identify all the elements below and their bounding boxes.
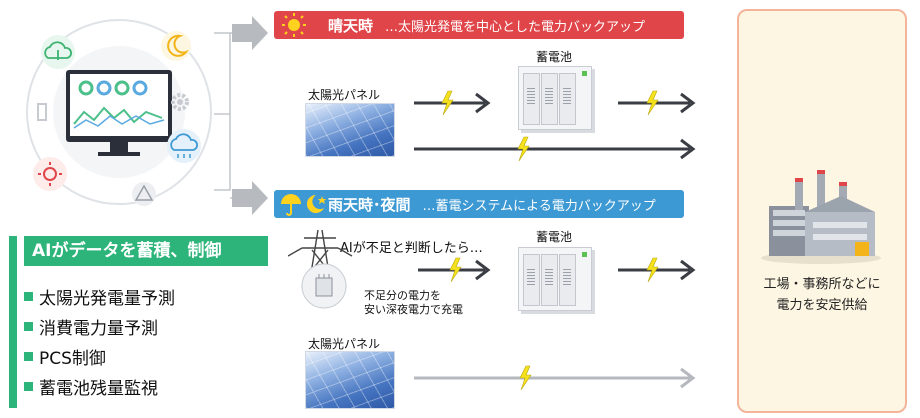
destination-line1: 工場・事務所などに — [763, 277, 881, 292]
battery-cabinet-bottom — [518, 247, 592, 311]
sun-small-icon — [33, 157, 67, 191]
sun-icon — [282, 13, 306, 37]
ai-decision-label: AIが不足と判断したら… — [340, 241, 483, 256]
battery-icon — [37, 103, 47, 121]
ai-item-battery-monitoring: 蓄電池残量監視 — [24, 374, 158, 399]
ai-item-consumption-forecast: 消費電力量予測 — [24, 314, 158, 339]
bullet-square-icon — [24, 352, 33, 361]
solar-panel-label-top: 太陽光パネル — [308, 88, 381, 102]
solar-panel-bottom — [305, 351, 395, 409]
sunny-banner: 晴天時 …太陽光発電を中心とした電力バックアップ — [274, 11, 684, 39]
ai-panel-title: AIがデータを蓄積、制御 — [24, 236, 268, 266]
destination-line2: 電力を安定供給 — [776, 298, 868, 313]
umbrella-icon — [281, 194, 301, 216]
night-banner: 雨天時･夜間 …蓄電システムによる電力バックアップ — [274, 190, 684, 218]
moon-icon — [161, 31, 191, 61]
lightning-bolt-icon — [517, 136, 530, 162]
arrow-panel-to-factory-top — [414, 136, 696, 162]
ai-item-pcs-control: PCS制御 — [24, 344, 106, 369]
star-icon — [318, 196, 326, 204]
monitor-icon — [66, 70, 172, 156]
warning-icon — [132, 182, 156, 206]
bullet-square-icon — [24, 382, 33, 391]
lightning-bolt-icon — [441, 90, 454, 116]
ai-item-solar-forecast: 太陽光発電量予測 — [24, 284, 175, 309]
ai-item-label: 蓄電池残量監視 — [39, 379, 158, 399]
power-pylon-graphic — [288, 229, 353, 309]
arrow-panel-to-factory-bottom — [414, 365, 696, 391]
ai-panel-accent-bar — [9, 236, 17, 408]
ai-monitor-graphic — [26, 19, 212, 206]
arrow-panel-to-battery-top — [414, 90, 491, 116]
cloud-rain-icon — [167, 129, 201, 163]
ai-item-label: 太陽光発電量予測 — [39, 289, 175, 309]
ai-item-label: PCS制御 — [39, 349, 106, 369]
arrow-grid-to-battery — [418, 257, 491, 283]
sunny-subtitle: …太陽光発電を中心とした電力バックアップ — [385, 19, 646, 35]
night-title: 雨天時･夜間 — [328, 195, 411, 214]
solar-panel-top — [305, 103, 395, 157]
lightning-bolt-icon — [646, 257, 659, 283]
pointer-arrow-bottom — [232, 181, 268, 215]
arrow-battery-to-factory-top — [618, 90, 696, 116]
bullet-square-icon — [24, 292, 33, 301]
lightning-bolt-icon — [519, 365, 532, 391]
lightning-bolt-icon — [646, 90, 659, 116]
arrow-battery-to-factory-bottom — [618, 257, 696, 283]
destination-box: 工場・事務所などに 電力を安定供給 — [737, 9, 907, 413]
battery-cabinet-top — [518, 66, 592, 130]
sunny-title: 晴天時 — [328, 16, 374, 35]
moon-icon — [306, 194, 326, 213]
lightning-bolt-icon — [449, 257, 462, 283]
factory-icon — [761, 170, 881, 264]
pointer-arrow-top — [232, 16, 268, 50]
night-subtitle: …蓄電システムによる電力バックアップ — [422, 198, 656, 214]
transformer-icon — [301, 263, 347, 309]
charge-note-line1: 不足分の電力を — [364, 289, 441, 302]
gear-icon — [171, 93, 189, 111]
ai-item-label: 消費電力量予測 — [39, 319, 158, 339]
charge-note-line2: 安い深夜電力で充電 — [364, 303, 463, 316]
battery-label-bottom: 蓄電池 — [536, 230, 573, 244]
cloud-upload-icon — [41, 35, 75, 69]
battery-label-top: 蓄電池 — [536, 50, 573, 64]
solar-panel-label-bottom: 太陽光パネル — [308, 337, 381, 351]
bullet-square-icon — [24, 322, 33, 331]
